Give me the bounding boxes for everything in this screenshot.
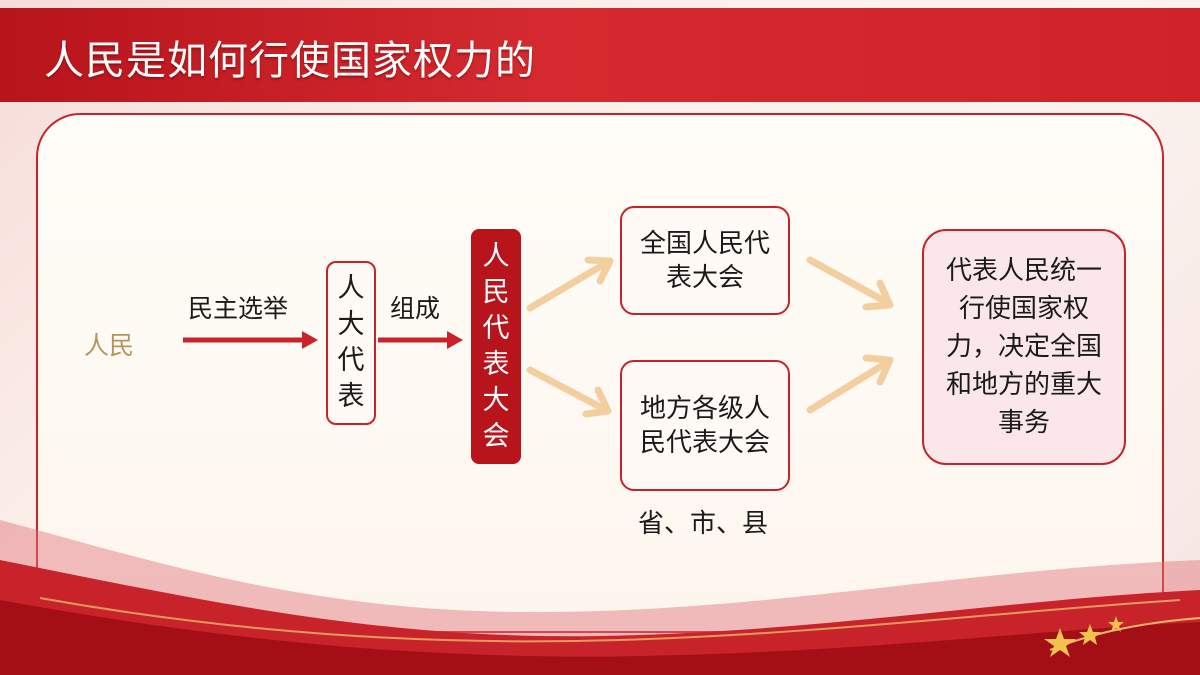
result-box: 代表人民统一行使国家权力，决定全国和地方的重大事务 — [922, 229, 1126, 465]
deputies-text: 人大代表 — [337, 273, 365, 412]
arrow-local-to-result — [806, 354, 894, 414]
peoples-congress-box: 人民代表大会 — [471, 229, 521, 464]
npc-text: 全国人民代表大会 — [639, 228, 770, 293]
source-people-label: 人民 — [84, 331, 135, 360]
peoples-congress-text: 人民代表大会 — [482, 240, 510, 452]
deputies-box: 人大代表 — [326, 261, 376, 425]
arrow-to-npc — [526, 256, 614, 312]
arrow-election — [183, 331, 318, 349]
form-edge-label: 组成 — [390, 294, 441, 323]
title-banner: 人民是如何行使国家权力的 — [0, 8, 1200, 102]
local-congress-box: 地方各级人民代表大会 — [620, 360, 790, 491]
local-congress-text: 地方各级人民代表大会 — [639, 393, 770, 458]
local-levels-label: 省、市、县 — [638, 509, 769, 539]
npc-box: 全国人民代表大会 — [620, 206, 790, 315]
election-edge-label: 民主选举 — [188, 294, 289, 323]
star-icon — [1044, 616, 1124, 657]
arrow-to-local — [526, 366, 612, 418]
result-text: 代表人民统一行使国家权力，决定全国和地方的重大事务 — [946, 256, 1103, 438]
arrow-form — [378, 331, 463, 349]
page-title: 人民是如何行使国家权力的 — [44, 38, 536, 84]
arrow-npc-to-result — [806, 256, 894, 311]
